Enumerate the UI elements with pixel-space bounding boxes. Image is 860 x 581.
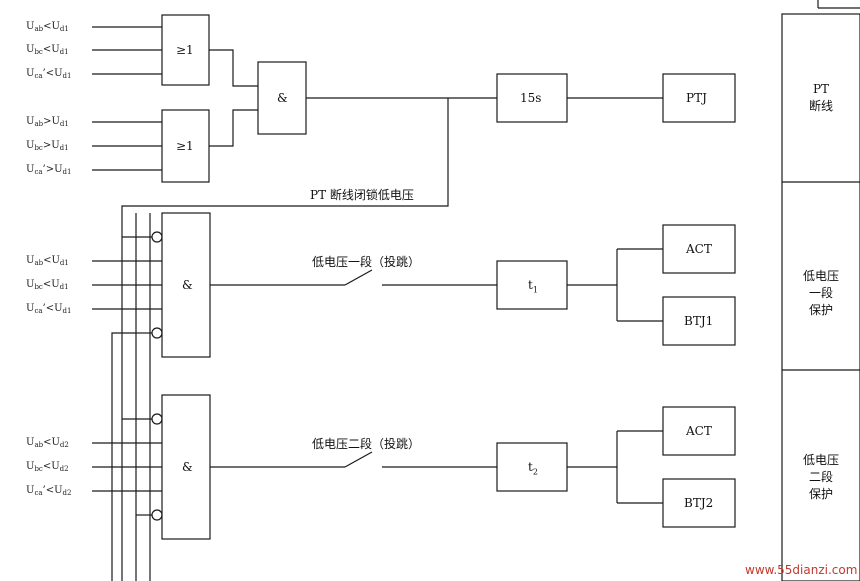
act-mid-label: ACT xyxy=(686,242,712,256)
input-label: Uca’<Ud1 xyxy=(26,303,72,315)
btj1-label: BTJ1 xyxy=(684,314,714,328)
and-gate-mid-symbol: & xyxy=(182,278,193,292)
timer-t1-label: t1 xyxy=(528,278,538,295)
act-bot-label: ACT xyxy=(686,424,712,438)
watermark: www.55dianzi.com xyxy=(745,563,858,577)
input-label: Uab<Ud1 xyxy=(26,21,69,33)
side-panel xyxy=(781,13,860,581)
timer-t2-label: t2 xyxy=(528,460,538,477)
btj1-block xyxy=(662,296,736,346)
or-gate-1-symbol: ≥1 xyxy=(176,43,194,57)
ptj-label: PTJ xyxy=(686,91,707,105)
side-section-stage2: 低电压二段保护 xyxy=(802,453,839,501)
input-label: Uca’<Ud1 xyxy=(26,68,72,80)
side-section-stage1: 低电压一段保护 xyxy=(802,269,839,317)
act-block-bot xyxy=(662,406,736,456)
and-gate-top-symbol: & xyxy=(277,91,288,105)
input-label: Ubc<Ud1 xyxy=(26,44,69,56)
input-label: Ubc<Ud2 xyxy=(26,461,69,473)
input-label: Uca’<Ud2 xyxy=(26,485,72,497)
input-label: Uab<Ud2 xyxy=(26,437,69,449)
input-label: Uca’>Ud1 xyxy=(26,164,72,176)
stage1-label: 低电压一段（投跳） xyxy=(312,255,421,269)
input-label: Uab<Ud1 xyxy=(26,255,69,267)
pt-block-label: PT 断线闭锁低电压 xyxy=(310,188,414,202)
input-label: Ubc>Ud1 xyxy=(26,140,69,152)
stage2-label: 低电压二段（投跳） xyxy=(312,437,421,451)
and-gate-bot-symbol: & xyxy=(182,460,193,474)
btj2-label: BTJ2 xyxy=(684,496,714,510)
or-gate-2-symbol: ≥1 xyxy=(176,139,194,153)
act-block-mid xyxy=(662,224,736,274)
input-label: Uab>Ud1 xyxy=(26,116,69,128)
timer-15s-label: 15s xyxy=(520,91,542,105)
ptj-block xyxy=(662,73,736,123)
btj2-block xyxy=(662,478,736,528)
input-label: Ubc<Ud1 xyxy=(26,279,69,291)
